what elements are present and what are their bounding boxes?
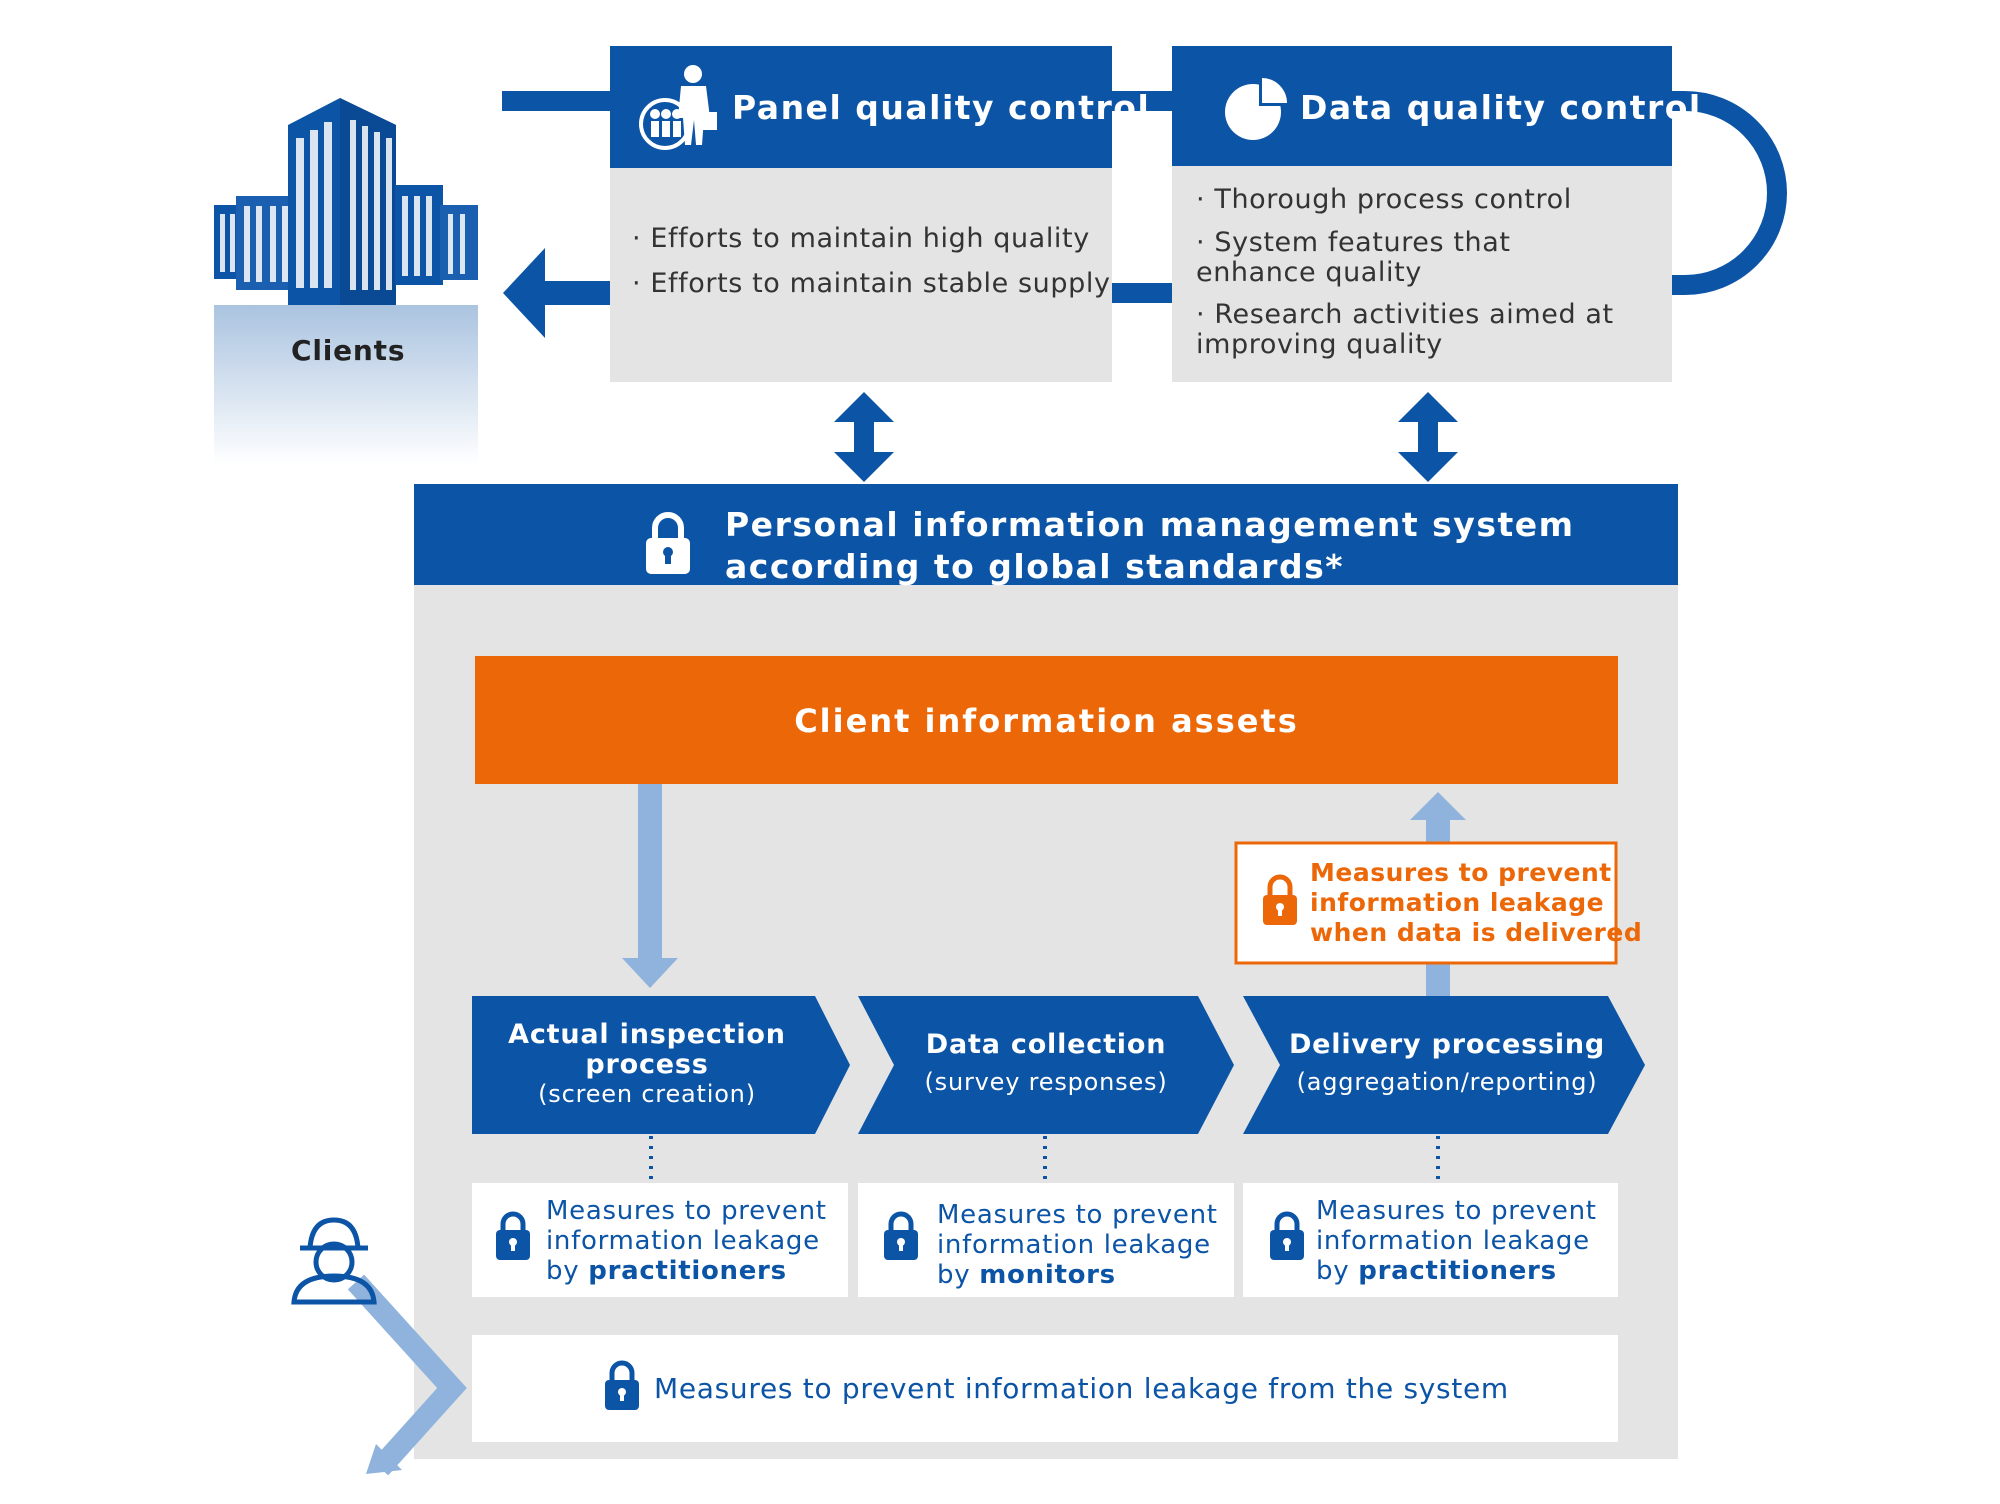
arrow-to-clients-head [503, 248, 545, 338]
arrow-to-clients-shaft [540, 281, 610, 305]
delivery-measure-box [1234, 841, 1618, 965]
measure-text-2: Measures to prevent information leakage … [937, 1200, 1218, 1290]
padlock-icon [884, 1211, 918, 1260]
loop-arrow [1672, 91, 1787, 295]
up-arrow-to-assets [1410, 792, 1466, 996]
step-title: process [585, 1049, 709, 1080]
attack-arrow [347, 1274, 467, 1476]
step-collection [858, 996, 1234, 1134]
delivery-measure-text: Measures to prevent information leakage … [1310, 858, 1642, 948]
client-assets-label: Client information assets [794, 702, 1299, 740]
padlock-icon [1263, 874, 1297, 925]
measure-line: information leakage [546, 1226, 820, 1256]
step-collection-label: Data collection (survey responses) [876, 1029, 1216, 1097]
bullet-text: Thorough process control [1214, 184, 1572, 215]
bullet-text: System features that enhance quality [1196, 227, 1511, 288]
double-arrow-left [834, 392, 894, 482]
data-quality-body [1172, 166, 1672, 382]
system-measure-label: Measures to prevent information leakage … [654, 1372, 1509, 1405]
step-inspection [472, 996, 850, 1134]
bullet-text: Efforts to maintain stable supply [650, 268, 1111, 299]
bullet-text: Research activities aimed at improving q… [1196, 299, 1614, 360]
pims-title-line2: according to global standards* [725, 547, 1344, 586]
measure-line: by monitors [937, 1260, 1218, 1290]
measure-line: Measures to prevent [937, 1200, 1218, 1230]
step-inspection-label: Actual inspection process (screen creati… [472, 1019, 822, 1109]
delivery-measure-line1: Measures to prevent [1310, 858, 1612, 887]
measure-line: by practitioners [1316, 1256, 1597, 1286]
measure-line: Measures to prevent [1316, 1196, 1597, 1226]
connector-line-bottom-middle [1112, 283, 1172, 303]
step-title: Data collection [925, 1029, 1167, 1060]
data-quality-bullet: · Research activities aimed at improving… [1196, 299, 1614, 360]
measure-prefix: by [937, 1260, 971, 1290]
step-delivery-label: Delivery processing (aggregation/reporti… [1262, 1029, 1632, 1097]
step-subtitle: (aggregation/reporting) [1296, 1068, 1598, 1096]
client-assets-bar [475, 656, 1618, 784]
data-quality-title: Data quality control [1300, 88, 1702, 127]
step-title: Actual inspection [508, 1019, 786, 1050]
measure-line: information leakage [1316, 1226, 1590, 1256]
pims-title: Personal information management system a… [725, 504, 1575, 588]
measure-text-3: Measures to prevent information leakage … [1316, 1196, 1597, 1286]
panel-quality-bullet: · Efforts to maintain high quality [632, 223, 1090, 254]
step-subtitle: (screen creation) [538, 1080, 756, 1108]
pims-title-line1: Personal information management system [725, 505, 1575, 544]
measure-box-1 [472, 1183, 848, 1297]
connector-line-top-left [502, 91, 610, 111]
panel-quality-bullet: · Efforts to maintain stable supply [632, 268, 1111, 299]
connector-line-top-middle [1112, 91, 1172, 111]
bullet-text: Efforts to maintain high quality [650, 223, 1090, 254]
step-subtitle: (survey responses) [924, 1068, 1168, 1096]
measure-prefix: by [1316, 1256, 1350, 1286]
step-title: Delivery processing [1288, 1029, 1606, 1060]
pims-header [414, 484, 1678, 585]
padlock-icon [605, 1360, 639, 1410]
measure-line: by practitioners [546, 1256, 827, 1286]
office-building-icon [214, 98, 478, 465]
system-measure-box [472, 1335, 1618, 1442]
measure-box-2 [858, 1183, 1234, 1297]
data-quality-bullet: · System features that enhance quality [1196, 227, 1511, 288]
step-delivery [1243, 996, 1645, 1134]
measure-actor: monitors [979, 1260, 1116, 1290]
double-arrow-right [1398, 392, 1458, 482]
delivery-measure-line2: information leakage [1310, 888, 1605, 917]
measure-actor: practitioners [1358, 1256, 1557, 1286]
measure-box-3 [1243, 1183, 1618, 1297]
padlock-icon [1270, 1211, 1304, 1260]
pie-chart-icon [1225, 78, 1287, 140]
measure-line: information leakage [937, 1230, 1211, 1260]
padlock-icon [646, 512, 690, 574]
hacker-icon [291, 1217, 377, 1305]
people-presenter-icon [639, 65, 717, 150]
data-quality-bullet: · Thorough process control [1196, 184, 1572, 215]
measure-prefix: by [546, 1256, 580, 1286]
clients-label: Clients [291, 334, 406, 367]
down-arrow-to-inspection [622, 784, 678, 988]
delivery-measure-line3: when data is delivered [1310, 918, 1643, 947]
panel-quality-body [610, 168, 1112, 382]
padlock-icon [496, 1211, 530, 1260]
panel-quality-title: Panel quality control [732, 88, 1151, 127]
measure-actor: practitioners [588, 1256, 787, 1286]
measure-line: Measures to prevent [546, 1196, 827, 1226]
measure-text-1: Measures to prevent information leakage … [546, 1196, 827, 1286]
